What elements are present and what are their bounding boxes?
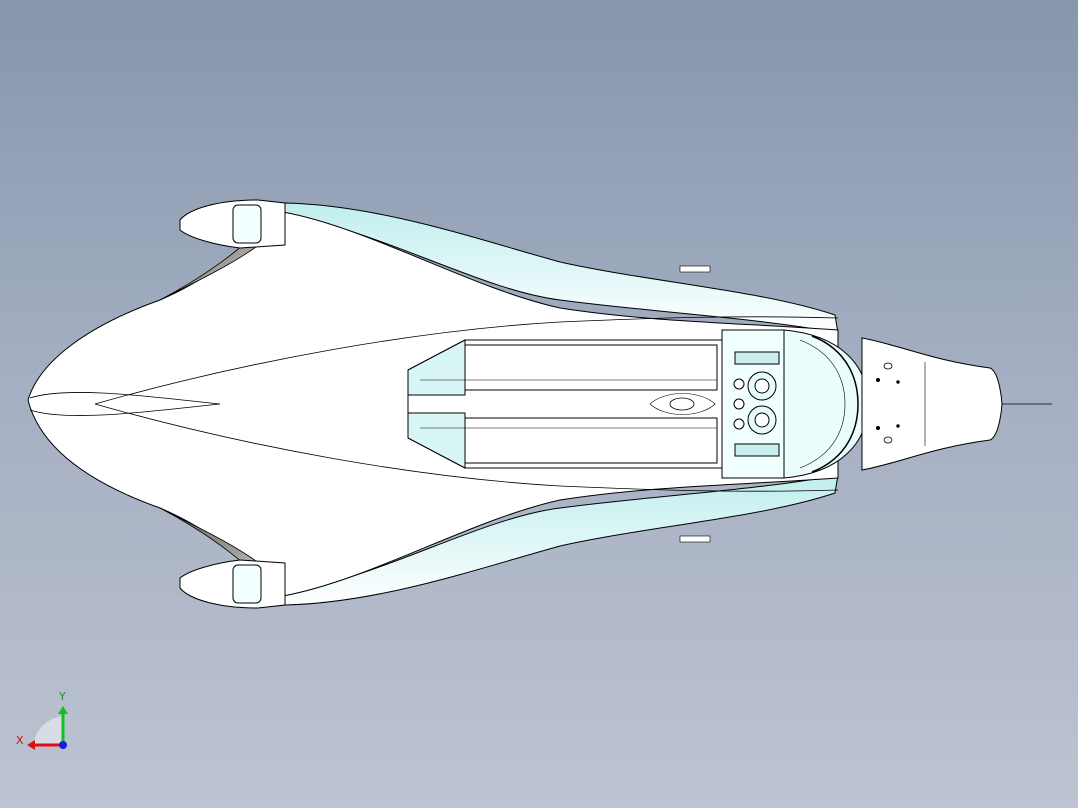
front-beak [861,337,1003,471]
channel-oval [669,397,695,411]
tip-block-bottom [232,564,262,604]
clamp-hole-2 [733,398,745,410]
rail-tab-bottom [679,535,711,543]
beak-hole-1 [883,362,893,370]
clamp-bar-top [734,351,780,365]
channel-bevel-top [407,339,466,396]
triad-x-label: X [16,734,24,747]
triad-y-label: Y [58,690,66,703]
nose-arc-2 [799,339,846,469]
beak-dot-4 [896,424,900,428]
channel-slot-top [464,344,718,391]
axis-triad[interactable]: X Y [16,690,68,750]
beak-dot-1 [876,378,880,382]
nose-arc-1 [811,335,859,473]
clamp-bar-bottom [734,443,780,457]
shell-nose-curve [29,392,221,405]
triad-x-arrow [27,740,35,750]
shell-contour-top [94,316,839,405]
saddle-model[interactable] [27,199,1003,609]
beak-dot-3 [896,380,900,384]
triad-plane-shade [33,716,63,745]
clamp-bolt-2-inner [754,412,770,428]
clamp-hole-3 [733,418,745,430]
channel-slot-bottom [464,417,718,464]
clamp-hole-1 [733,378,745,390]
tip-block-top [232,204,262,244]
beak-hole-2 [883,436,893,444]
clamp-bolt-1-inner [754,378,770,394]
triad-y-arrow [58,706,68,714]
channel-bevel-bottom [407,412,466,469]
shell-contour-bottom [94,403,839,492]
beak-dot-2 [876,426,880,430]
channel-lens [649,393,716,415]
triad-z-axis [59,741,67,749]
rail-tab-top [679,265,711,273]
shell-nose-curve-2 [29,403,221,416]
nose-cone [783,329,869,479]
